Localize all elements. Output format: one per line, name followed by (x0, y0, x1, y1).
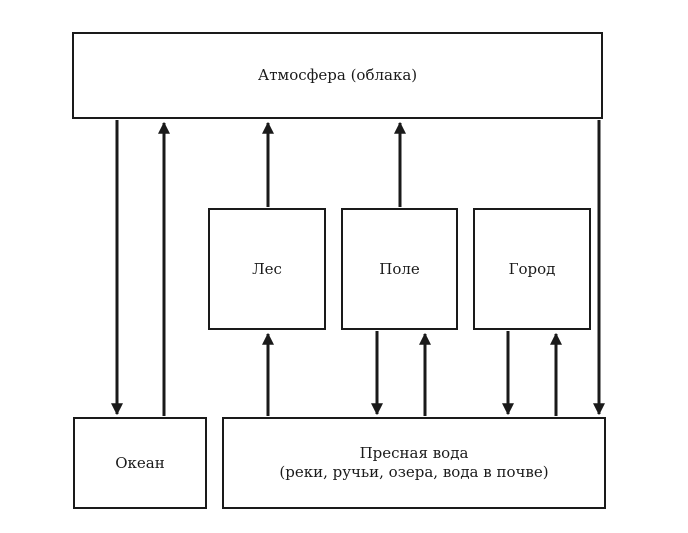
node-city-label: Город (508, 259, 556, 278)
node-ocean: Океан (73, 417, 207, 509)
node-atmosphere: Атмосфера (облака) (72, 32, 603, 119)
node-freshwater: Пресная вода (реки, ручьи, озера, вода в… (222, 417, 606, 509)
node-city: Город (473, 208, 591, 330)
node-freshwater-text: Пресная вода (реки, ручьи, озера, вода в… (279, 444, 548, 482)
node-field-label: Поле (379, 259, 420, 278)
node-freshwater-subtitle: (реки, ручьи, озера, вода в почве) (279, 463, 549, 481)
node-freshwater-title: Пресная вода (359, 444, 469, 463)
node-ocean-label: Океан (115, 453, 165, 472)
node-forest-label: Лес (252, 259, 282, 278)
node-forest: Лес (208, 208, 326, 330)
node-atmosphere-label: Атмосфера (облака) (257, 66, 418, 85)
node-field: Поле (341, 208, 458, 330)
